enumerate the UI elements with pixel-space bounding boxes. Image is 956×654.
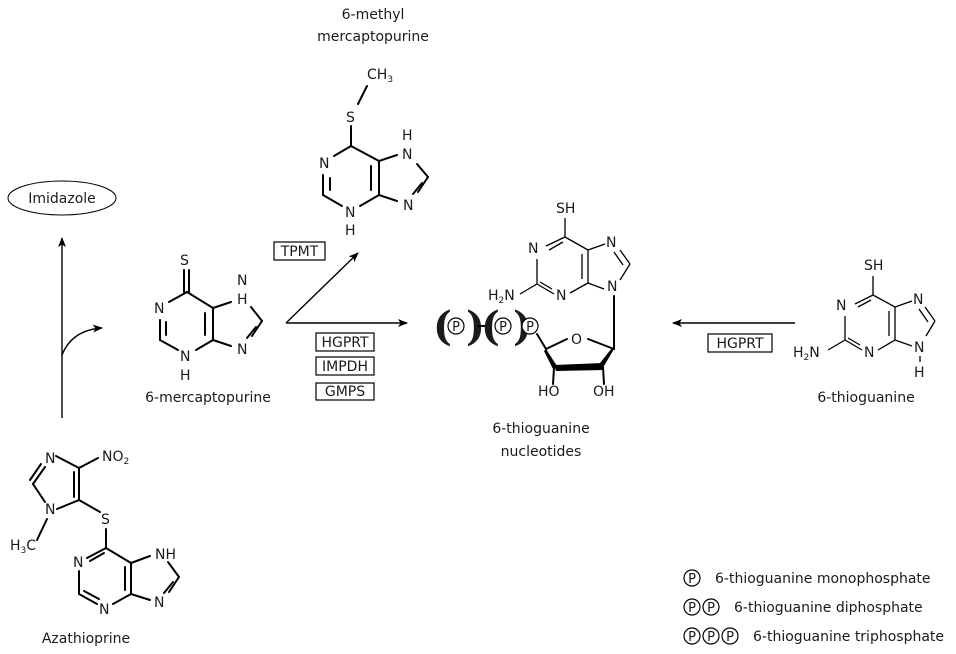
phosphate-circle-icon <box>702 627 720 645</box>
atom-n9: N <box>914 340 924 356</box>
enzyme-label: GMPS <box>325 384 365 400</box>
atom-imidazole-n1: N <box>45 502 55 518</box>
atom-n9: N <box>403 198 413 214</box>
atom-methyl: H3C <box>10 538 36 556</box>
atom-n7: N <box>913 292 923 308</box>
imidazole-ellipse <box>7 180 117 216</box>
enzyme-label: HGPRT <box>716 336 764 352</box>
legend-item: P 6-thioguanine monophosphate <box>683 569 931 587</box>
arrow-to-6-methylmercaptopurine <box>285 252 359 324</box>
atom-hydroxyl-2: OH <box>593 384 615 400</box>
compound-name: 6-mercaptopurine <box>145 390 271 406</box>
phosphate-label: P <box>452 320 460 335</box>
atom-sulfur: S <box>101 512 110 528</box>
phosphate-label: P <box>707 630 715 645</box>
enzyme-label: TPMT <box>280 244 319 260</box>
enzyme-tpmt: TPMT <box>273 241 326 261</box>
compound-name-line1: 6-thioguanine <box>492 421 589 437</box>
compound-6-methylmercaptopurine: 6-methyl mercaptopurine CH3 S N N H H N … <box>317 7 429 239</box>
atom-sh: SH <box>864 258 883 274</box>
compound-6-thioguanine-nucleotides: SH N N N N H2N O HO OH <box>433 201 631 460</box>
compound-azathioprine: N N NO2 S H3C N N NH N Azathioprin <box>10 449 180 647</box>
phosphate-circle-icon <box>683 569 701 587</box>
phosphate-circle-icon <box>721 627 739 645</box>
atom-n3: N <box>864 345 874 361</box>
atom-sulfur: S <box>180 253 189 269</box>
atom-n3-h: H <box>345 223 356 239</box>
atom-n1: N <box>836 298 846 314</box>
atom-nh: NH <box>155 547 176 563</box>
compound-name-line1: 6-methyl <box>342 7 405 23</box>
compound-name: 6-thioguanine <box>817 390 914 406</box>
atom-n7-h: H <box>237 292 248 308</box>
atom-n7: N <box>606 235 616 251</box>
atom-n7: N <box>402 147 412 163</box>
atom-n3: N <box>556 288 566 304</box>
compound-name-line2: nucleotides <box>501 444 582 460</box>
atom-hydroxyl-3: HO <box>538 384 560 400</box>
phosphate-circle-3 <box>521 317 539 335</box>
compound-name-line2: mercaptopurine <box>317 29 429 45</box>
atom-n7-h: H <box>402 128 413 144</box>
legend-label: 6-thioguanine diphosphate <box>734 600 923 616</box>
atom-n1: N <box>73 555 83 571</box>
atom-amine: H2N <box>488 288 515 306</box>
atom-n1: N <box>154 301 164 317</box>
atom-n9: N <box>154 595 164 611</box>
compound-name: Azathioprine <box>42 631 130 647</box>
phosphate-circle-icon <box>702 598 720 616</box>
atom-n3-h: H <box>180 368 191 384</box>
enzyme-impdh: IMPDH <box>315 356 375 376</box>
phosphate-circle-1 <box>447 317 465 335</box>
atom-n3: N <box>180 349 190 365</box>
atom-n9: N <box>237 342 247 358</box>
phosphate-label: P <box>688 601 696 616</box>
atom-sulfur: S <box>346 110 355 126</box>
compound-name: Imidazole <box>28 191 96 207</box>
atom-amine: H2N <box>793 345 820 363</box>
phosphate-label: P <box>499 320 507 335</box>
paren-open-1: ( <box>433 303 452 350</box>
phosphate-circle-2 <box>494 317 512 335</box>
phosphate-circle-icon <box>683 598 701 616</box>
legend-label: 6-thioguanine monophosphate <box>715 571 931 587</box>
atom-sh: SH <box>556 201 575 217</box>
atom-methyl: CH3 <box>367 67 393 85</box>
atom-n1: N <box>319 156 329 172</box>
atom-n7: N <box>237 273 247 289</box>
enzyme-hgprt-mp: HGPRT <box>315 332 375 352</box>
compound-6-thioguanine: SH N N N N H H2N 6-thioguanine <box>793 258 936 406</box>
phosphate-label: P <box>688 630 696 645</box>
enzyme-gmps: GMPS <box>315 382 375 401</box>
paren-close-1: ) <box>466 303 485 350</box>
phosphate-label: P <box>707 601 715 616</box>
enzyme-label: HGPRT <box>321 335 369 351</box>
compound-6-mercaptopurine: S N N H N H N 6-mercaptopurine <box>145 253 271 406</box>
phosphate-label: P <box>726 630 734 645</box>
atom-n9: N <box>607 279 617 295</box>
enzyme-hgprt-tg: HGPRT <box>707 333 773 353</box>
atom-n3: N <box>99 602 109 618</box>
enzyme-label: IMPDH <box>322 359 368 375</box>
phosphate-label: P <box>688 572 696 587</box>
paren-open-2: ( <box>481 303 500 350</box>
atom-n3: N <box>345 205 355 221</box>
atom-imidazole-n3: N <box>45 451 55 467</box>
atom-n9-h: H <box>914 365 925 381</box>
atom-ring-oxygen: O <box>571 332 582 348</box>
phosphate-label: P <box>526 320 534 335</box>
atom-nitro: NO2 <box>102 449 129 467</box>
arrow-to-mercaptopurine <box>61 324 103 356</box>
legend-label: 6-thioguanine triphosphate <box>753 629 944 645</box>
atom-n1: N <box>528 241 538 257</box>
phosphate-circle-icon <box>683 627 701 645</box>
compound-imidazole: Imidazole <box>7 180 117 216</box>
